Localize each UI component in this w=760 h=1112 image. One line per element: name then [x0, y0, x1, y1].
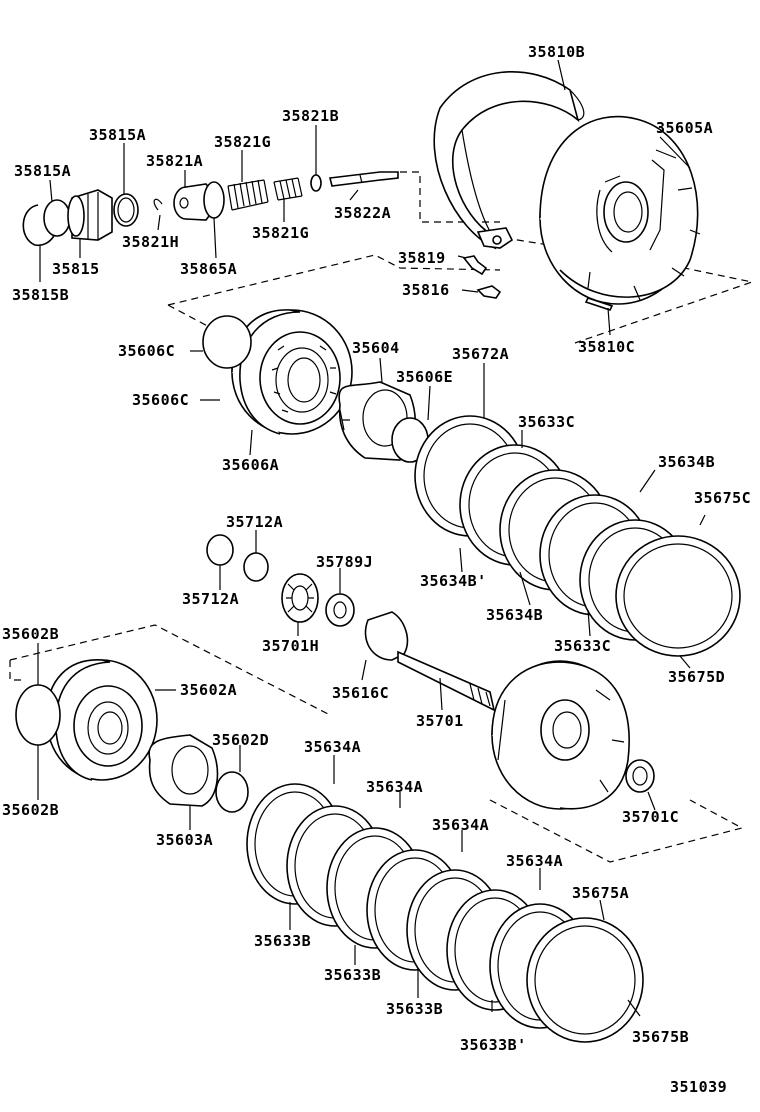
label-35633B-b: 35633B — [324, 966, 381, 984]
clutch-pack-upper — [414, 415, 741, 657]
valve-group — [22, 171, 399, 246]
washer-35701C — [625, 759, 655, 793]
shaft-35701 — [364, 611, 496, 712]
label-35821G-top: 35821G — [214, 133, 271, 151]
leader-lines — [37, 59, 706, 1017]
label-35815B: 35815B — [12, 286, 69, 304]
diagram-code: 351039 — [670, 1078, 727, 1096]
ring-35815A-left — [43, 199, 71, 237]
drum-35605A — [539, 115, 701, 305]
label-35634A-a: 35634A — [304, 738, 361, 756]
label-35633C-b: 35633C — [554, 637, 611, 655]
label-35602A: 35602A — [180, 681, 237, 699]
label-35602D: 35602D — [212, 731, 269, 749]
label-35815A-left: 35815A — [14, 162, 71, 180]
label-35633C-a: 35633C — [518, 413, 575, 431]
label-35633B-c: 35633B — [386, 1000, 443, 1018]
spring-35821G-a — [227, 179, 269, 211]
pin-35819 — [462, 255, 488, 276]
label-35815A-top: 35815A — [89, 126, 146, 144]
label-35810B: 35810B — [528, 43, 585, 61]
label-35821G-bottom: 35821G — [252, 224, 309, 242]
label-35789J: 35789J — [316, 553, 373, 571]
label-35634B-c: 35634B — [486, 606, 543, 624]
label-35675A: 35675A — [572, 884, 629, 902]
bearing-35701H — [281, 573, 319, 623]
label-35815: 35815 — [52, 260, 100, 278]
label-35604: 35604 — [352, 339, 400, 357]
label-35865A: 35865A — [180, 260, 237, 278]
label-35602B-b: 35602B — [2, 801, 59, 819]
label-35712A-a: 35712A — [226, 513, 283, 531]
label-35701: 35701 — [416, 712, 464, 730]
label-35606E: 35606E — [396, 368, 453, 386]
label-35606C-b: 35606C — [132, 391, 189, 409]
label-35634A-b: 35634A — [366, 778, 423, 796]
piston-housing-35602A — [45, 659, 158, 781]
o-ring-35606C-a — [202, 315, 252, 369]
clutch-pack-lower — [246, 783, 644, 1043]
strip-35810C — [584, 297, 614, 311]
hub-35603A — [148, 734, 219, 807]
label-35616C: 35616C — [332, 684, 389, 702]
carrier-35701 — [491, 660, 630, 810]
label-35633B-a: 35633B — [254, 932, 311, 950]
label-35605A: 35605A — [656, 119, 713, 137]
label-35602B-a: 35602B — [2, 625, 59, 643]
label-35606A: 35606A — [222, 456, 279, 474]
ring-35602D — [215, 771, 249, 813]
label-35822A: 35822A — [334, 204, 391, 222]
label-35701H: 35701H — [262, 637, 319, 655]
label-35821A: 35821A — [146, 152, 203, 170]
label-35634B-a: 35634B — [658, 453, 715, 471]
label-35603A: 35603A — [156, 831, 213, 849]
clip-35821H — [153, 198, 163, 211]
washer-35789J — [325, 593, 355, 627]
label-35821B: 35821B — [282, 107, 339, 125]
label-35816: 35816 — [402, 281, 450, 299]
label-35634A-d: 35634A — [506, 852, 563, 870]
brake-band-35810B — [433, 71, 585, 250]
label-35634B-b: 35634B' — [420, 572, 487, 590]
ring-35865A — [203, 181, 225, 219]
pin-35816 — [476, 285, 502, 299]
label-35712A-b: 35712A — [182, 590, 239, 608]
label-35810C: 35810C — [578, 338, 635, 356]
piston-housing-35606A — [231, 309, 353, 435]
label-35821H: 35821H — [122, 233, 179, 251]
label-35675B: 35675B — [632, 1028, 689, 1046]
label-35633B-d: 35633B' — [460, 1036, 527, 1054]
label-35672A: 35672A — [452, 345, 509, 363]
plug-35815 — [67, 189, 113, 241]
label-35606C-a: 35606C — [118, 342, 175, 360]
spring-35821G-b — [273, 177, 303, 201]
label-35819: 35819 — [398, 249, 446, 267]
label-35675D: 35675D — [668, 668, 725, 686]
ring-35712A-b — [243, 552, 269, 582]
label-35634A-c: 35634A — [432, 816, 489, 834]
label-35675C: 35675C — [694, 489, 751, 507]
washer-35821B — [310, 174, 322, 192]
ring-35712A-a — [206, 534, 234, 566]
label-35701C: 35701C — [622, 808, 679, 826]
rod-35822A — [329, 171, 399, 187]
part-labels: 35810B 35605A 35815A 35821B 35815A 35821… — [2, 43, 751, 1096]
o-ring-35602B — [15, 684, 61, 746]
